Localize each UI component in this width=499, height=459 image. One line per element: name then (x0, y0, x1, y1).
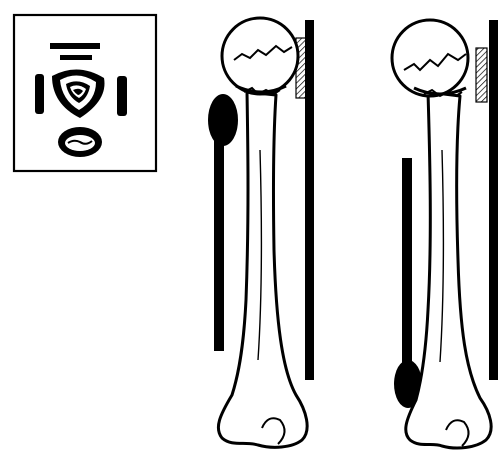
inset-second-bar (60, 55, 92, 60)
humerus-with-distal-hematoma (392, 20, 498, 448)
hematoma-bar (214, 115, 224, 351)
inset-lower-oval (58, 127, 102, 157)
hatched-pad (476, 48, 487, 102)
bone-outline (218, 18, 307, 447)
inset-left-bar (35, 74, 44, 114)
cross-section-inset (14, 15, 156, 171)
hematoma-bar (402, 158, 412, 388)
splint-bar (489, 20, 498, 380)
humerus-with-proximal-hematoma (208, 18, 314, 447)
inset-top-bar (50, 43, 100, 49)
inset-right-bar (117, 76, 127, 116)
